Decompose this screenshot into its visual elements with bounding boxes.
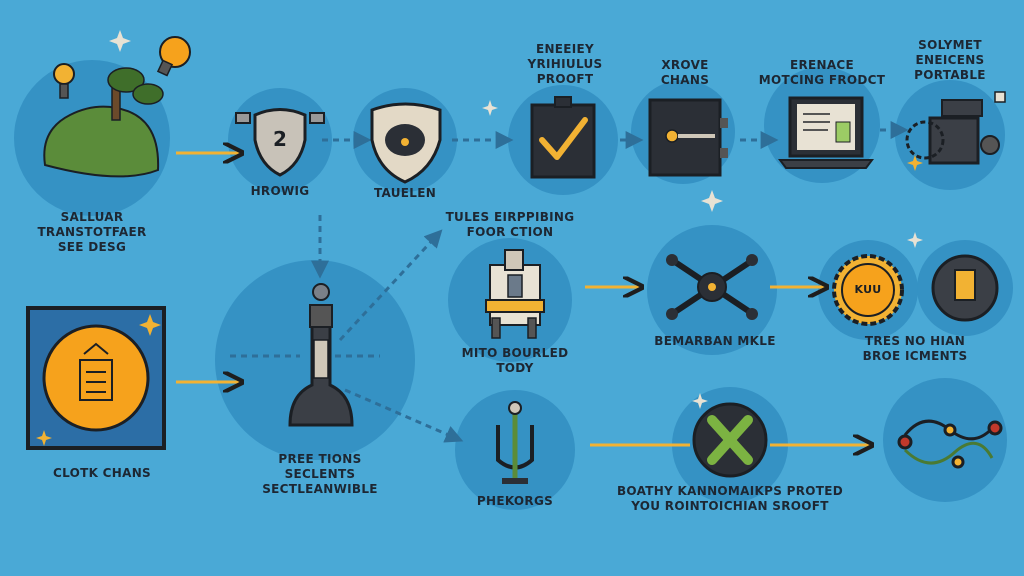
sparkle-yellow-decorations: [36, 155, 923, 446]
gear-badge-text: KUU: [854, 283, 882, 296]
factory-machine-icon: [485, 249, 545, 339]
checkmark-box-icon: [530, 96, 596, 179]
label-clotk: CLOTK CHANS: [52, 466, 151, 480]
laptop-document-icon: [778, 96, 874, 169]
safe-vault-icon: [648, 98, 728, 177]
dashed-connectors: [230, 121, 909, 443]
machine-gear-icon: [905, 91, 1006, 165]
label-phekorgs: PHEKORGS: [476, 494, 554, 508]
shield-helmet-icon: [370, 102, 442, 184]
drone-icon: [666, 254, 758, 320]
tower-pawn-icon: [288, 283, 354, 427]
svg-text:2: 2: [273, 127, 287, 151]
label-tauelen: TAUELEN: [373, 186, 437, 200]
sparkle-decorations: [109, 30, 923, 409]
coin-badge-icon: [26, 306, 166, 450]
fork-tuning-icon: [496, 401, 534, 484]
label-bemarban: BEMARBAN MKLE: [654, 334, 776, 348]
shield-number-two-icon: 2: [235, 108, 325, 177]
arrows: [176, 153, 870, 445]
network-chain-icon: [897, 419, 1003, 469]
gear-badges-icon: [832, 254, 999, 326]
island-with-lightbulbs-icon: [43, 36, 191, 178]
x-mark-icon: [692, 402, 768, 478]
label-hrowig: HROWIG: [250, 184, 310, 198]
